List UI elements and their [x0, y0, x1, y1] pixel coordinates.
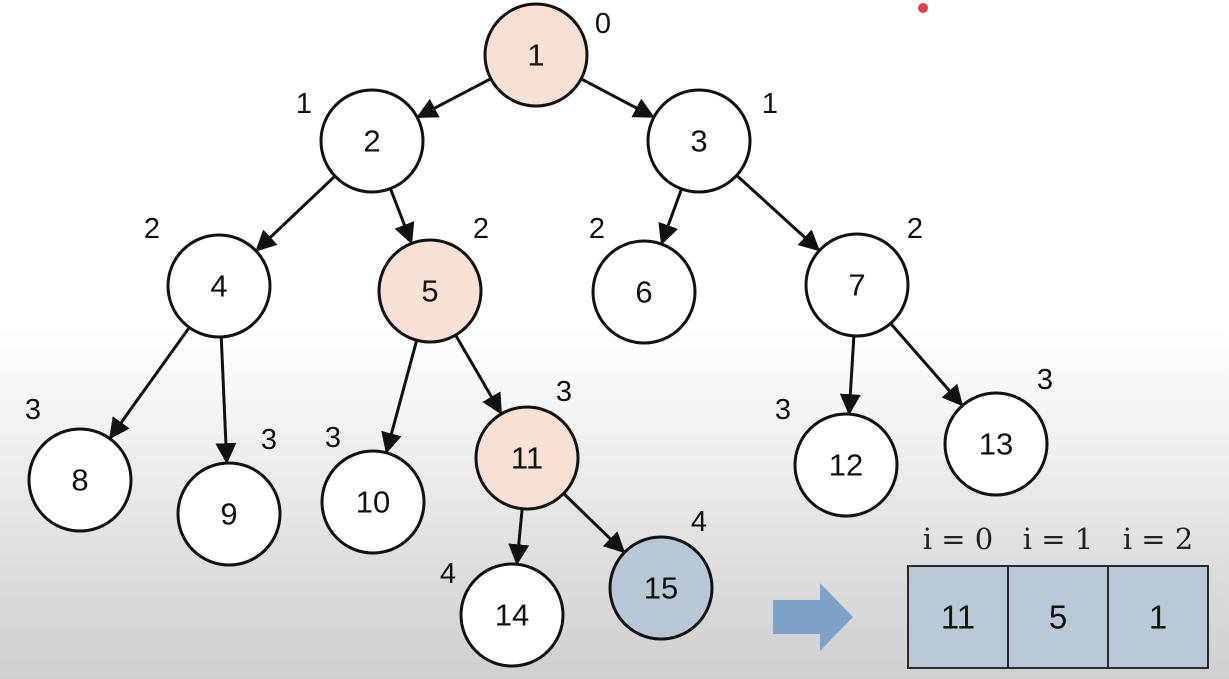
array-cell-2 — [1107, 565, 1209, 669]
tree-node-14: 14 — [459, 562, 565, 668]
edge-4-8 — [109, 326, 191, 440]
edge-1-3 — [580, 77, 655, 119]
node-circle-10 — [320, 449, 426, 555]
edge-11-14 — [508, 508, 530, 566]
node-label-7: 7 — [848, 268, 865, 303]
tree-node-12: 12 — [793, 412, 899, 518]
depth-label-8: 3 — [25, 394, 41, 426]
node-label-11: 11 — [511, 441, 543, 476]
node-label-15: 15 — [644, 571, 678, 606]
tree-node-8: 8 — [27, 427, 133, 533]
node-circle-9 — [176, 461, 282, 567]
edge-2-5 — [388, 188, 415, 245]
depth-label-5: 2 — [473, 213, 489, 245]
array-index-label-0: i = 0 — [923, 522, 993, 556]
node-label-4: 4 — [210, 269, 227, 304]
array-cell-value-1: 5 — [1049, 599, 1067, 636]
depth-label-7: 2 — [907, 213, 923, 245]
depth-label-11: 3 — [556, 376, 572, 408]
edge-11-15 — [562, 492, 626, 554]
node-label-3: 3 — [690, 124, 707, 159]
edge-3-7 — [735, 174, 821, 252]
node-label-2: 2 — [363, 124, 380, 159]
edge-4-9 — [215, 336, 237, 465]
tree-node-6: 6 — [591, 239, 697, 345]
result-arrow-icon — [773, 583, 853, 651]
tree-node-11: 11 — [474, 405, 580, 511]
node-label-14: 14 — [495, 598, 529, 633]
node-circle-7 — [804, 232, 910, 338]
node-circle-5 — [377, 238, 483, 344]
node-label-12: 12 — [829, 448, 863, 483]
node-circle-12 — [793, 412, 899, 518]
depth-label-10: 3 — [325, 422, 341, 454]
node-label-10: 10 — [356, 485, 390, 520]
node-label-9: 9 — [220, 497, 237, 532]
array-index-label-1: i = 1 — [1023, 522, 1093, 556]
depth-label-15: 4 — [691, 506, 707, 538]
node-circle-3 — [646, 88, 752, 194]
node-label-5: 5 — [421, 274, 438, 309]
edge-7-13 — [889, 322, 964, 407]
tree-node-4: 4 — [166, 233, 272, 339]
edge-5-11 — [454, 334, 503, 415]
depth-label-1: 0 — [595, 8, 611, 40]
depth-label-3: 1 — [762, 88, 778, 120]
edge-1-2 — [416, 77, 492, 119]
tree-node-13: 13 — [943, 391, 1049, 497]
depth-label-13: 3 — [1037, 364, 1053, 396]
depth-label-2: 1 — [296, 88, 312, 120]
node-circle-6 — [591, 239, 697, 345]
edges — [109, 77, 964, 566]
node-circle-2 — [319, 88, 425, 194]
array-index-label-2: i = 2 — [1123, 522, 1193, 556]
edge-5-10 — [381, 339, 419, 454]
edge-3-6 — [658, 188, 683, 246]
depth-label-12: 3 — [775, 394, 791, 426]
node-label-8: 8 — [71, 463, 88, 498]
node-circle-15 — [608, 535, 714, 641]
tree-node-1: 1 — [483, 2, 589, 108]
edge-2-4 — [255, 174, 337, 252]
node-label-13: 13 — [979, 427, 1013, 462]
tree-node-5: 5 — [377, 238, 483, 344]
node-label-6: 6 — [635, 275, 652, 310]
tree-node-7: 7 — [804, 232, 910, 338]
tree-node-2: 2 — [319, 88, 425, 194]
depth-label-14: 4 — [440, 558, 456, 590]
node-circle-14 — [459, 562, 565, 668]
tree-node-3: 3 — [646, 88, 752, 194]
node-circle-8 — [27, 427, 133, 533]
depth-label-9: 3 — [261, 424, 277, 456]
array-cell-value-0: 11 — [941, 599, 975, 636]
node-circle-1 — [483, 2, 589, 108]
depth-label-6: 2 — [589, 213, 605, 245]
node-circle-13 — [943, 391, 1049, 497]
array-cell-value-2: 1 — [1149, 599, 1167, 636]
result-array: i = 0 i = 1 i = 2 11 5 1 — [907, 522, 1209, 669]
tree-node-9: 9 — [176, 461, 282, 567]
tree-node-15: 15 — [608, 535, 714, 641]
node-label-1: 1 — [527, 38, 544, 73]
tree-node-10: 10 — [320, 449, 426, 555]
edge-7-12 — [839, 335, 861, 416]
node-circle-11 — [474, 405, 580, 511]
pointer-dot — [918, 3, 928, 13]
node-circle-4 — [166, 233, 272, 339]
depth-label-4: 2 — [144, 213, 160, 245]
